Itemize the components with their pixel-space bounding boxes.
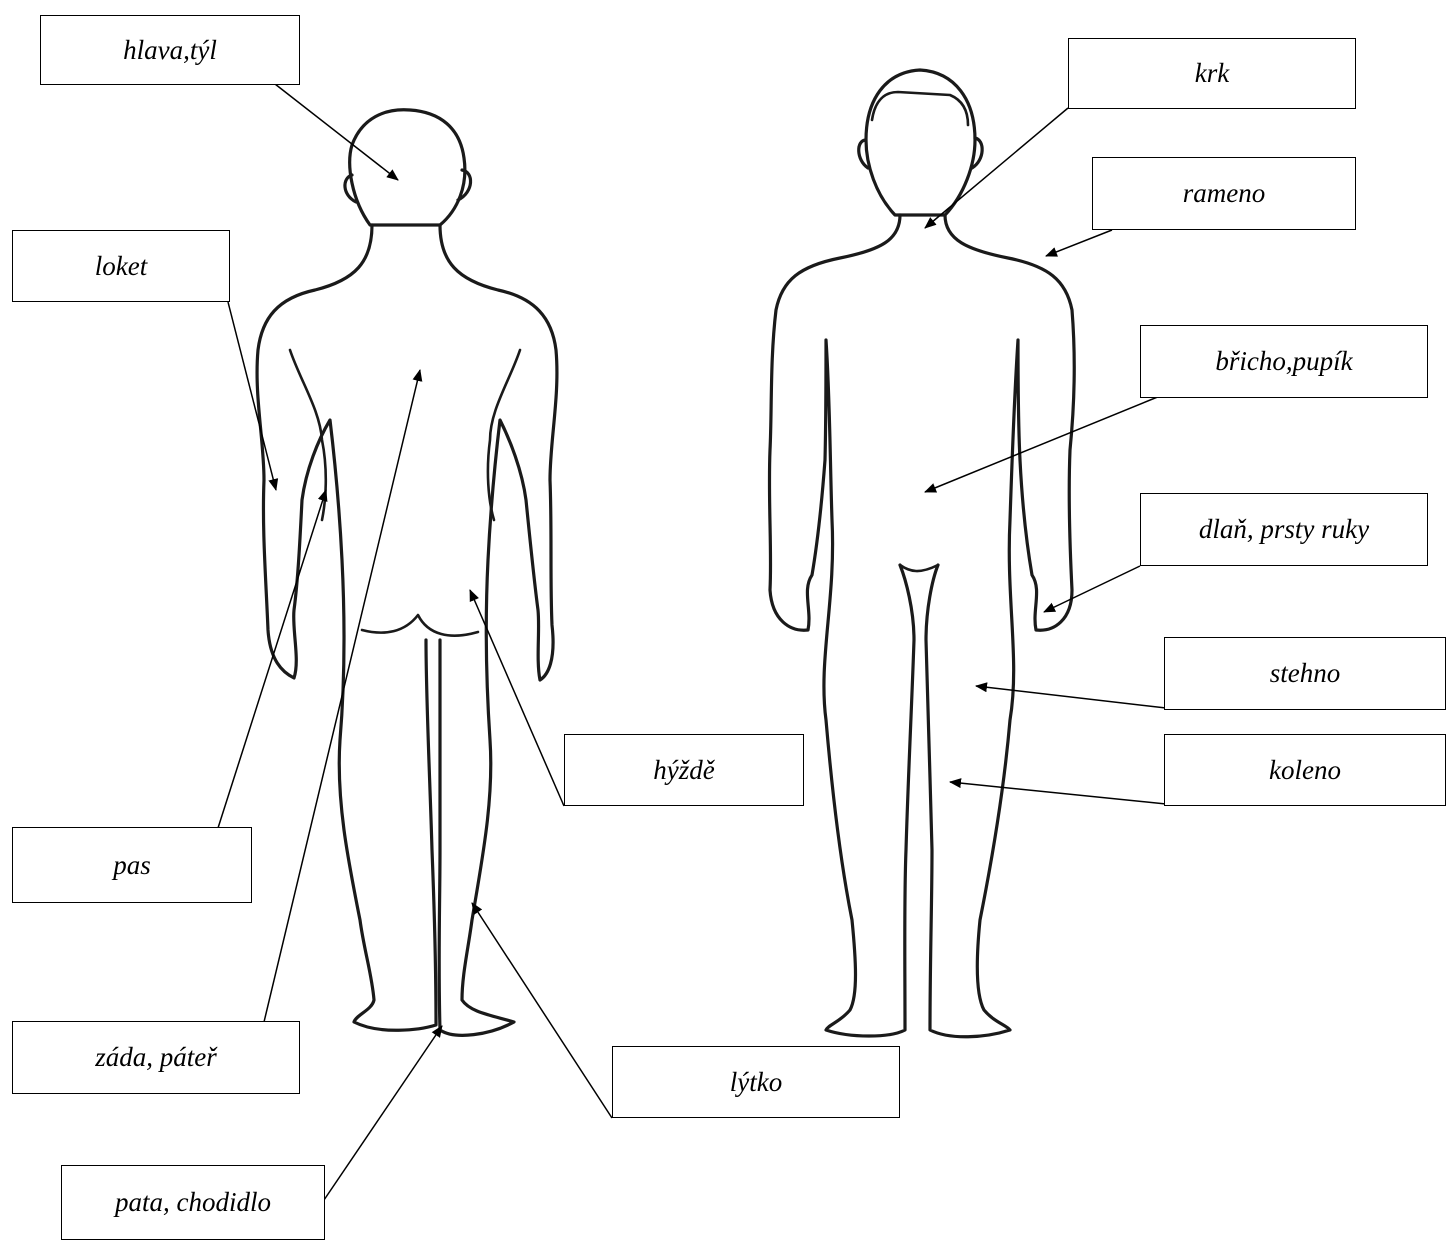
- front-head-outline: [866, 70, 975, 215]
- leader-thigh: [976, 686, 1166, 708]
- label-back: záda, páteř: [12, 1021, 300, 1094]
- leader-calf: [472, 903, 612, 1118]
- leader-head: [275, 84, 398, 180]
- leader-waist: [218, 490, 326, 828]
- leader-belly: [925, 396, 1160, 492]
- front-hair-line: [872, 92, 968, 125]
- leader-heel: [324, 1026, 442, 1200]
- label-waist-text: pas: [113, 850, 151, 881]
- back-view-figure: [257, 110, 557, 1036]
- label-elbow: loket: [12, 230, 230, 302]
- front-view-figure: [769, 70, 1074, 1037]
- back-buttocks-line: [362, 615, 478, 636]
- label-knee: koleno: [1164, 734, 1446, 806]
- label-belly: břicho,pupík: [1140, 325, 1428, 398]
- back-body-outline: [257, 225, 557, 1035]
- label-buttocks: hýždě: [564, 734, 804, 806]
- front-groin-line: [900, 565, 938, 571]
- leader-shoulder: [1046, 230, 1112, 256]
- label-neck: krk: [1068, 38, 1356, 109]
- leader-buttocks: [470, 590, 564, 806]
- label-shoulder: rameno: [1092, 157, 1356, 230]
- front-body-outline: [769, 215, 1074, 1037]
- leader-palm: [1044, 566, 1140, 612]
- label-thigh: stehno: [1164, 637, 1446, 710]
- leader-elbow: [228, 302, 276, 490]
- label-calf: lýtko: [612, 1046, 900, 1118]
- label-heel: pata, chodidlo: [61, 1165, 325, 1240]
- label-knee-text: koleno: [1269, 755, 1341, 786]
- label-calf-text: lýtko: [730, 1067, 782, 1098]
- label-belly-text: břicho,pupík: [1215, 346, 1352, 377]
- label-buttocks-text: hýždě: [653, 755, 714, 786]
- label-head-text: hlava,týl: [123, 35, 217, 66]
- label-elbow-text: loket: [95, 251, 147, 282]
- label-head: hlava,týl: [40, 15, 300, 85]
- back-head-outline: [350, 110, 465, 225]
- label-heel-text: pata, chodidlo: [115, 1187, 271, 1218]
- leader-knee: [950, 782, 1166, 804]
- label-waist: pas: [12, 827, 252, 903]
- label-palm-text: dlaň, prsty ruky: [1199, 514, 1369, 545]
- label-shoulder-text: rameno: [1183, 178, 1266, 209]
- back-left-arm-inner: [290, 350, 326, 520]
- label-palm: dlaň, prsty ruky: [1140, 493, 1428, 566]
- leader-neck: [925, 108, 1068, 228]
- label-thigh-text: stehno: [1270, 658, 1341, 689]
- leader-lines: [218, 84, 1166, 1200]
- label-back-text: záda, páteř: [95, 1042, 217, 1073]
- leader-back: [264, 370, 420, 1022]
- label-neck-text: krk: [1195, 58, 1229, 89]
